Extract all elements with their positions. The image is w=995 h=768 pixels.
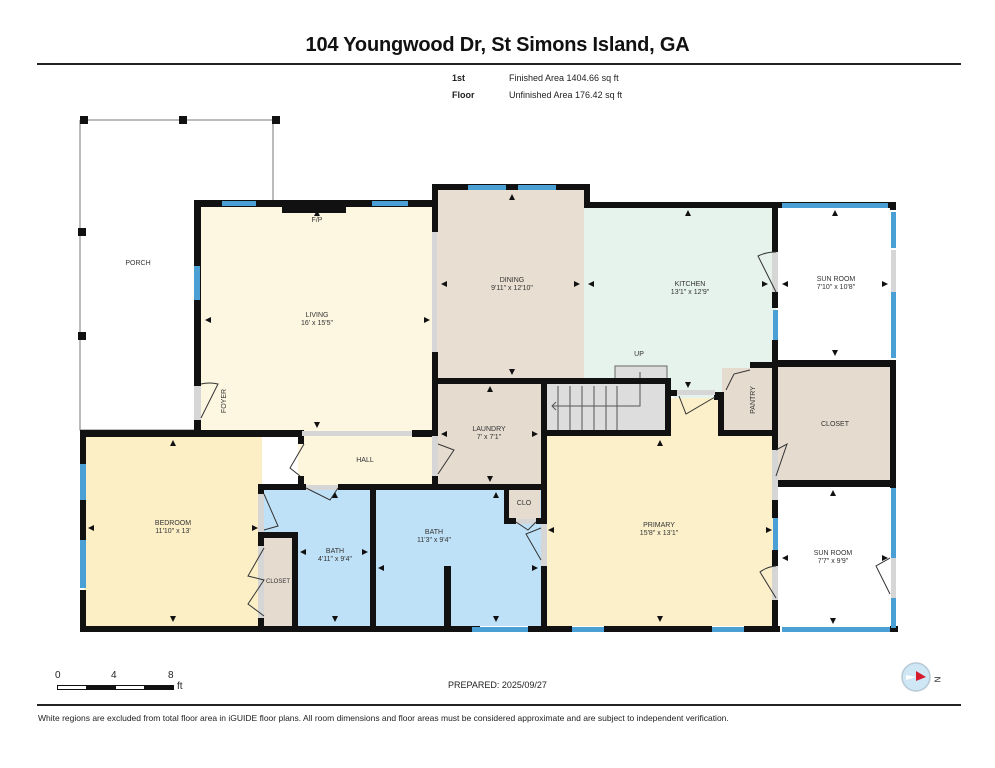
room-name: PANTRY	[750, 386, 757, 414]
room-name: BATH	[325, 548, 345, 555]
kitchen-fill	[584, 206, 776, 400]
room-name: LAUNDRY	[472, 426, 506, 433]
primary-fill	[544, 398, 776, 626]
room-dimensions: 11'3" x 9'4"	[417, 537, 451, 544]
room-name: F/P	[311, 217, 323, 224]
room-dimensions: 16' x 15'5"	[300, 320, 334, 327]
windows	[80, 185, 896, 632]
property-address-title: 104 Youngwood Dr, St Simons Island, GA	[305, 34, 690, 56]
hall-fill	[298, 436, 436, 486]
room-name: HALL	[356, 457, 374, 464]
room-name: FOYER	[221, 388, 228, 414]
room-name: CLO	[516, 500, 532, 507]
bedroom-fill	[84, 436, 262, 626]
room-hall: HALL	[356, 457, 374, 465]
room-closet-large: CLOSET	[821, 421, 849, 429]
room-name: DINING	[499, 277, 525, 284]
room-clo: CLO	[517, 500, 531, 508]
room-dimensions: 13'1" x 12'9"	[670, 289, 710, 296]
room-name: BATH	[424, 529, 444, 536]
disclaimer-text: White regions are excluded from total fl…	[38, 713, 729, 723]
room-name: LIVING	[305, 312, 329, 319]
room-dimensions: 11'10" x 13'	[155, 528, 191, 535]
room-dimensions: 4'11" x 9'4"	[318, 556, 352, 563]
door-swings	[200, 251, 891, 617]
north-compass-icon	[901, 662, 931, 692]
room-name: PORCH	[125, 260, 151, 267]
dimension-markers	[88, 194, 888, 624]
room-name: KITCHEN	[674, 281, 706, 288]
room-foyer: FOYER	[221, 389, 229, 413]
closet-bedroom-fill	[262, 538, 296, 626]
door-openings	[194, 232, 896, 618]
room-name: CLOSET	[820, 421, 850, 428]
scale-unit: ft	[177, 681, 183, 692]
room-name: UP	[634, 351, 644, 358]
room-dimensions: 9'11" x 12'10"	[491, 285, 533, 292]
fireplace-label: F/P	[312, 217, 323, 225]
prepared-date: PREPARED: 2025/09/27	[448, 680, 547, 690]
room-name: PRIMARY	[643, 522, 675, 529]
scale-tick-4: 4	[111, 670, 117, 681]
scale-tick-0: 0	[55, 670, 61, 681]
room-name: CLOSET	[265, 579, 291, 585]
stairs-up-label: UP	[634, 351, 644, 359]
room-closet-bedroom: CLOSET	[266, 578, 290, 586]
room-name: BEDROOM	[154, 520, 192, 527]
unfinished-area: Unfinished Area 176.42 sq ft	[509, 90, 623, 100]
scale-bar: 0 4 8 ft	[55, 670, 195, 698]
living-room-fill	[198, 204, 435, 432]
room-dimensions: 7' x 7'1"	[476, 434, 502, 441]
room-name: SUN ROOM	[813, 550, 853, 557]
room-name: SUN ROOM	[816, 276, 856, 283]
closet-large-fill	[778, 367, 892, 482]
clo-fill	[508, 488, 540, 520]
room-pantry: PANTRY	[750, 386, 758, 414]
header-divider	[37, 63, 961, 65]
sun-room-2-fill	[778, 486, 892, 628]
sun-room-1-fill	[778, 206, 892, 362]
scale-segment	[144, 685, 174, 690]
finished-area: Finished Area 1404.66 sq ft	[509, 73, 619, 83]
pantry-fill	[722, 368, 774, 432]
scale-tick-8: 8	[168, 670, 174, 681]
room-dimensions: 7'7" x 9'9"	[817, 558, 849, 565]
room-dimensions: 7'10" x 10'8"	[816, 284, 856, 291]
footer-divider	[37, 704, 961, 706]
bath-small-fill	[262, 488, 372, 626]
compass-north-label: N	[932, 676, 942, 683]
dining-room-fill	[437, 190, 584, 380]
laundry-fill	[437, 382, 541, 486]
room-porch: PORCH	[125, 260, 150, 268]
room-dimensions: 15'8" x 13'1"	[639, 530, 679, 537]
floor-label: 1st Floor	[452, 73, 475, 100]
